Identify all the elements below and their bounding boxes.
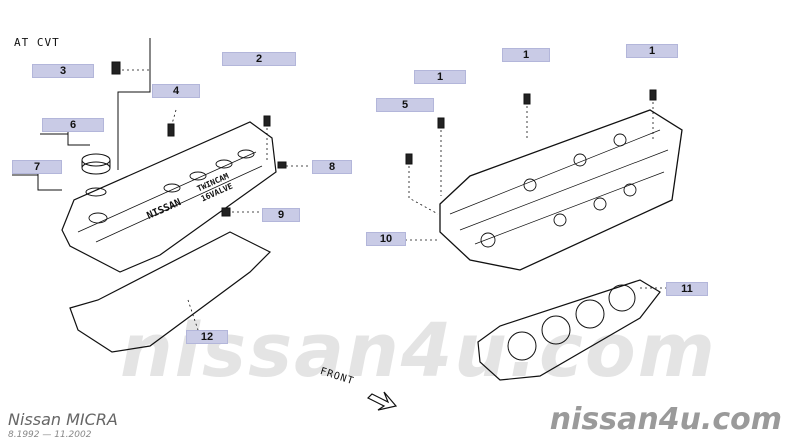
callout-3[interactable]: 3: [32, 64, 94, 78]
callout-6[interactable]: 6: [42, 118, 104, 132]
callout-9[interactable]: 9: [262, 208, 300, 222]
valve-cover: [61, 121, 277, 273]
model-dates: 8.1992 — 11.2002: [8, 430, 92, 440]
callout-7[interactable]: 7: [12, 160, 62, 174]
callout-10[interactable]: 10: [366, 232, 406, 246]
front-arrow: [366, 391, 398, 411]
watermark: nissan4u.com: [120, 308, 717, 394]
cover-gasket: [69, 231, 272, 353]
callout-1c[interactable]: 1: [626, 44, 678, 58]
oil-cap: [81, 153, 111, 197]
site-logo-text: nissan4u.com: [549, 402, 782, 437]
callout-2[interactable]: 2: [222, 52, 296, 66]
at-cvt-note: AT CVT: [14, 36, 60, 49]
callout-12[interactable]: 12: [186, 330, 228, 344]
callout-1b[interactable]: 1: [502, 48, 550, 62]
cylinder-head: [439, 109, 683, 271]
callout-11[interactable]: 11: [666, 282, 708, 296]
callout-8[interactable]: 8: [312, 160, 352, 174]
head-gasket: [477, 279, 661, 381]
model-title: Nissan MICRA: [8, 410, 118, 429]
callout-1a[interactable]: 1: [414, 70, 466, 84]
callout-5[interactable]: 5: [376, 98, 434, 112]
callout-4[interactable]: 4: [152, 84, 200, 98]
